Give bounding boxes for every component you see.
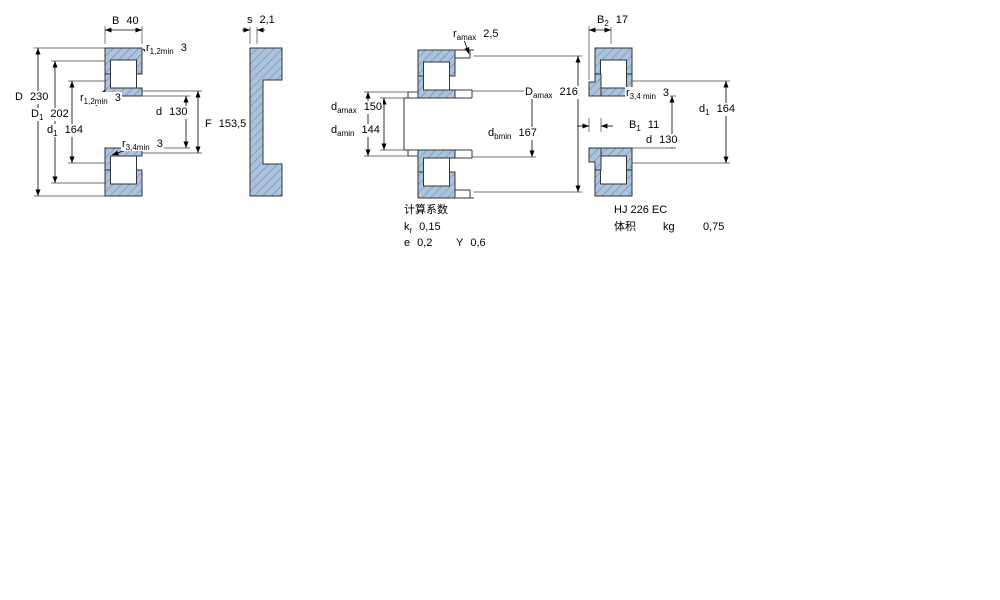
ring-channel-section <box>249 47 283 197</box>
side-ring-cross-section <box>249 47 283 197</box>
roller-bottom <box>110 155 137 185</box>
calculation-factors-title: 计算系数 <box>403 204 449 217</box>
hj-roller-top <box>600 59 627 89</box>
hj-ring-designation: HJ 226 EC <box>613 204 669 217</box>
hj-mass-value: 0,75 <box>702 221 726 234</box>
hj-roller-bottom <box>600 155 627 185</box>
housing-shoulder-outline <box>455 49 474 199</box>
roller-top <box>110 59 137 89</box>
hj-mass-label: 体积 <box>613 221 637 234</box>
mounting-dimension-view <box>403 49 474 199</box>
hj-angle-ring-bottom <box>588 147 602 171</box>
shaft-shoulder-right-outline <box>455 89 473 159</box>
mount-roller-bottom <box>423 157 450 187</box>
shaft-shoulder-left-outline <box>403 91 418 157</box>
hj-mass-unit: kg <box>662 221 676 234</box>
hj-ring-cross-section <box>588 47 633 197</box>
hj-angle-ring-top <box>588 73 602 97</box>
main-bearing-cross-section <box>104 47 143 197</box>
dimension-lines <box>34 26 730 197</box>
mount-roller-top <box>423 61 450 91</box>
